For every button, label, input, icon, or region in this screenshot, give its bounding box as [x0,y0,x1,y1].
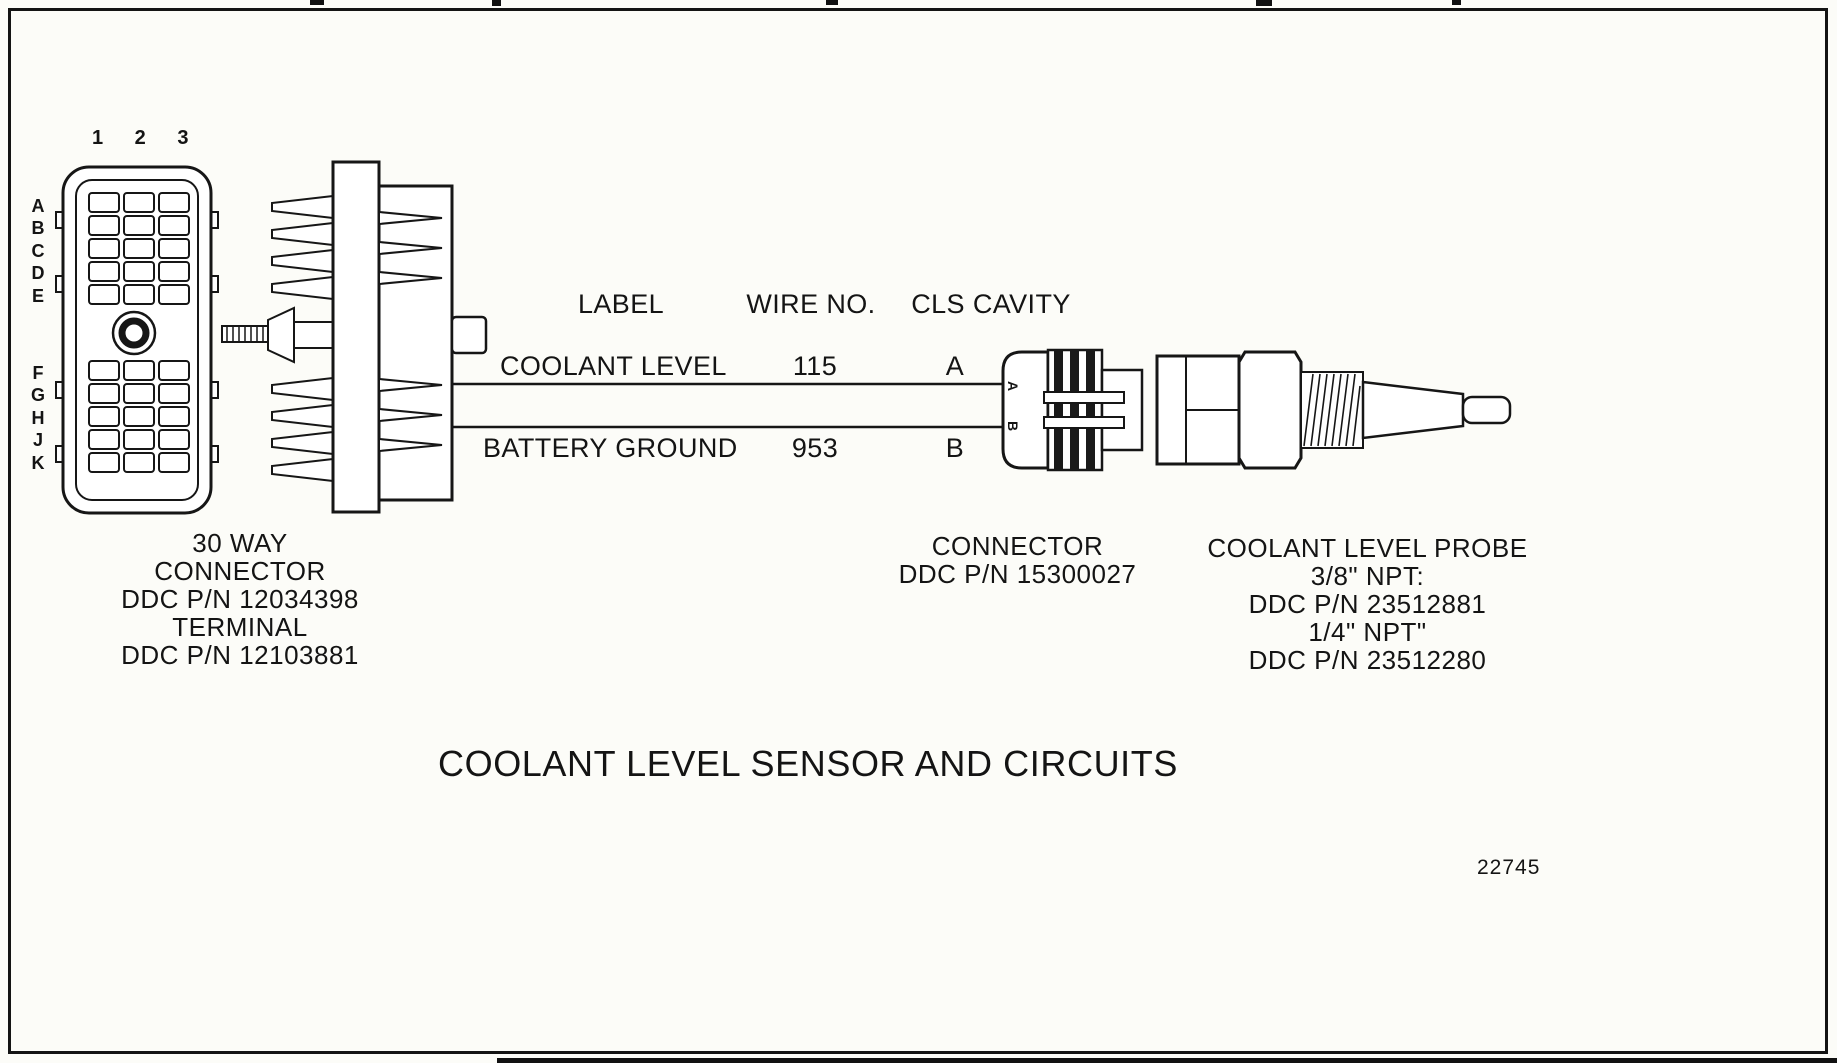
thirty-way-connector-drawing [55,165,219,515]
thirty-way-caption: 30 WAY CONNECTOR DDC P/N 12034398 TERMIN… [121,528,359,670]
figure-number: 22745 [1477,856,1541,879]
table-header-label: LABEL [577,289,665,319]
terminal-blade-b-icon [1043,416,1125,429]
scan-artifact [497,1058,1837,1063]
scan-artifact [1256,0,1272,6]
row-battery-ground-label: BATTERY GROUND [483,433,738,463]
probe-tip-icon [1461,395,1512,425]
circuit-wires [452,382,1003,429]
harness-connector-drawing [221,160,488,514]
pin-row-labels-bottom: F G H J K [30,363,45,473]
pin-column-labels: 1 2 3 [92,127,190,149]
row-coolant-level-wire: 115 [792,351,838,381]
scan-artifact [826,0,838,5]
diagram-title: COOLANT LEVEL SENSOR AND CIRCUITS [438,743,1178,784]
table-header-wire-no: WIRE NO. [746,289,876,319]
table-header-cls-cavity: CLS CAVITY [911,289,1071,319]
row-coolant-level-cavity: A [945,351,965,381]
probe-drawing [1155,350,1512,470]
scan-artifact [492,0,501,6]
scan-artifact [310,0,324,5]
cls-connector-drawing [1001,348,1144,472]
cls-cavity-b-label: B [1005,420,1022,432]
row-battery-ground-cavity: B [945,433,965,463]
nut-icon [450,315,488,355]
probe-caption: COOLANT LEVEL PROBE 3/8" NPT: DDC P/N 23… [1207,533,1528,675]
scan-artifact [1452,0,1461,5]
bolt-hole-icon [111,310,157,356]
hex-nut-icon [1237,350,1303,470]
cls-cavity-a-label: A [1005,380,1022,392]
row-battery-ground-wire: 953 [791,433,839,463]
row-coolant-level-label: COOLANT LEVEL [500,351,727,381]
pin-row-labels-top: A B C D E [31,196,45,306]
terminal-blade-a-icon [1043,391,1125,404]
cls-connector-caption: CONNECTOR DDC P/N 15300027 [898,531,1137,589]
